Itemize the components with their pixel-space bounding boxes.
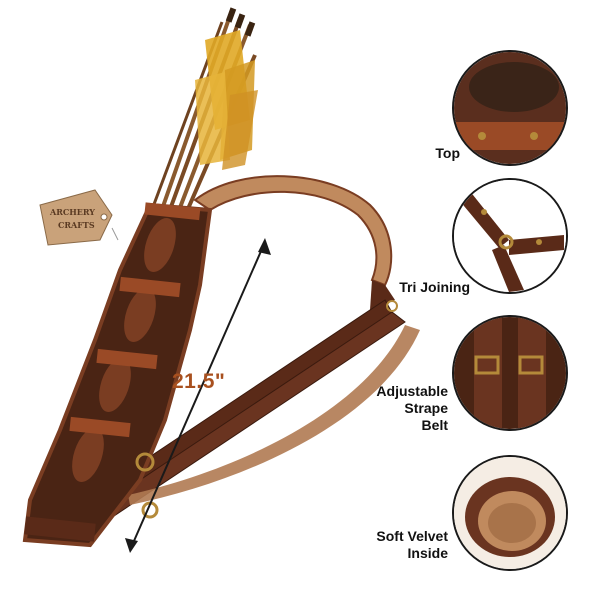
measurement-arrow <box>125 238 271 553</box>
callout-adjustable-line-3: Belt <box>421 417 448 433</box>
archery-crafts-tag: ARCHERY CRAFTS <box>39 189 119 246</box>
detail-top-image <box>452 50 568 166</box>
callout-tri-joining-label: Tri Joining <box>399 279 470 295</box>
callout-top-label: Top <box>435 145 460 161</box>
tag-line-1: ARCHERY <box>49 207 95 217</box>
detail-soft-velvet-image <box>452 455 568 571</box>
callout-velvet-line-1: Soft Velvet <box>376 528 448 544</box>
detail-tri-joining-image <box>452 178 568 294</box>
callout-velvet-line-2: Inside <box>407 545 448 561</box>
shoulder-strap <box>193 175 393 287</box>
buckle-upper <box>135 452 155 472</box>
callout-adjustable-line-1: Adjustable <box>376 383 448 399</box>
arrows <box>148 7 258 219</box>
callout-adjustable-belt-label: Adjustable Strape Belt <box>350 383 448 434</box>
tag-line-2: CRAFTS <box>58 220 95 230</box>
callout-soft-velvet-label: Soft Velvet Inside <box>350 528 448 562</box>
detail-adjustable-belt-image <box>452 315 568 431</box>
measurement-label: 21.5" <box>172 370 226 393</box>
tri-ring <box>386 300 398 312</box>
callout-adjustable-line-2: Strape <box>404 400 448 416</box>
quiver-body <box>22 202 213 548</box>
